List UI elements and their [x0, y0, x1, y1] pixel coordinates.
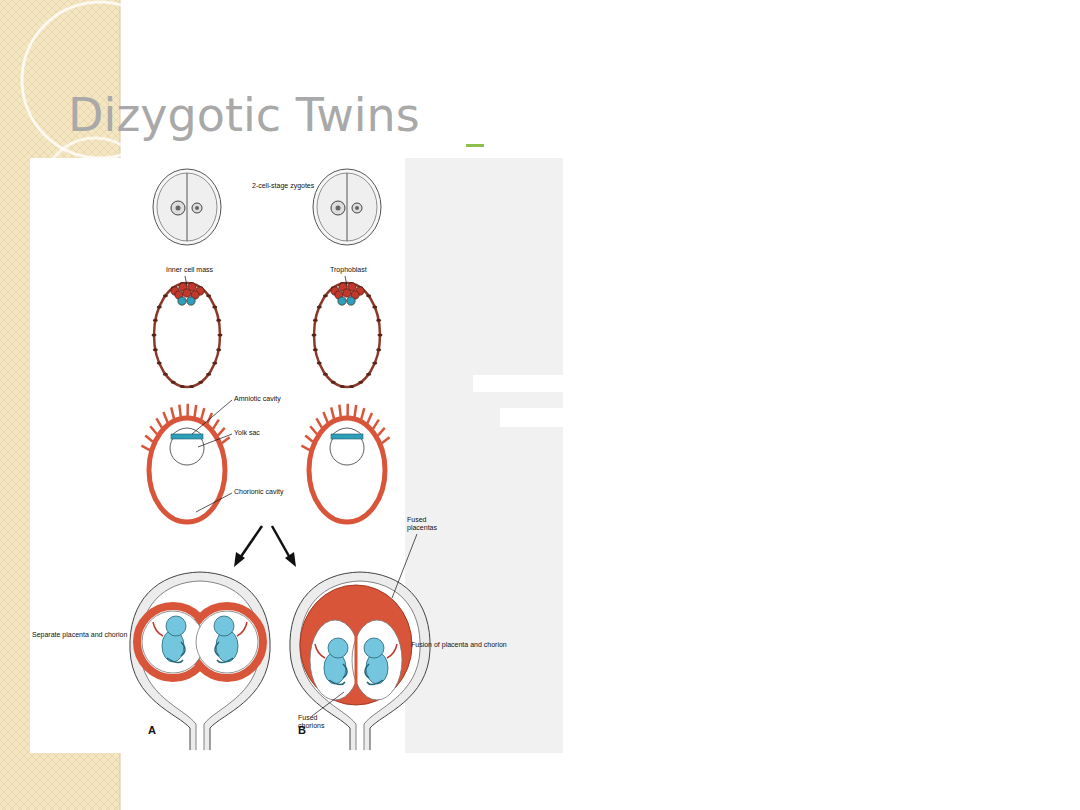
split-arrows — [234, 526, 296, 567]
fetus — [364, 638, 397, 685]
panel-patch — [473, 375, 563, 392]
fetus — [153, 616, 186, 663]
chorionic-vesicle — [301, 404, 389, 522]
panel-patch — [500, 408, 563, 427]
zygote — [153, 169, 221, 245]
uterus-a — [130, 572, 270, 750]
part-label: Fused placentas — [407, 516, 441, 532]
figure-panel — [30, 158, 405, 753]
part-label: 2-cell-stage zygotes — [252, 182, 322, 190]
part-label: Chorionic cavity — [234, 488, 294, 496]
part-label: Amniotic cavity — [234, 395, 294, 403]
zygote — [313, 169, 381, 245]
part-label: Separate placenta and chorion — [32, 631, 132, 639]
fetus — [214, 616, 247, 663]
chorionic-vesicle — [141, 404, 229, 522]
slide-title: Dizygotic Twins — [68, 88, 420, 142]
panel-letter: A — [148, 724, 162, 737]
blastocyst — [312, 282, 383, 388]
leader-lines — [185, 276, 417, 716]
part-label: Fusion of placenta and chorion — [411, 641, 511, 649]
blastocyst — [152, 282, 223, 388]
fetus — [315, 638, 348, 685]
part-label: Yolk sac — [234, 429, 284, 437]
title-underscore — [466, 144, 484, 147]
part-label: Trophoblast — [330, 266, 380, 274]
uterus-b — [290, 572, 430, 750]
part-label: Inner cell mass — [166, 266, 226, 274]
panel-letter: B — [298, 724, 312, 737]
